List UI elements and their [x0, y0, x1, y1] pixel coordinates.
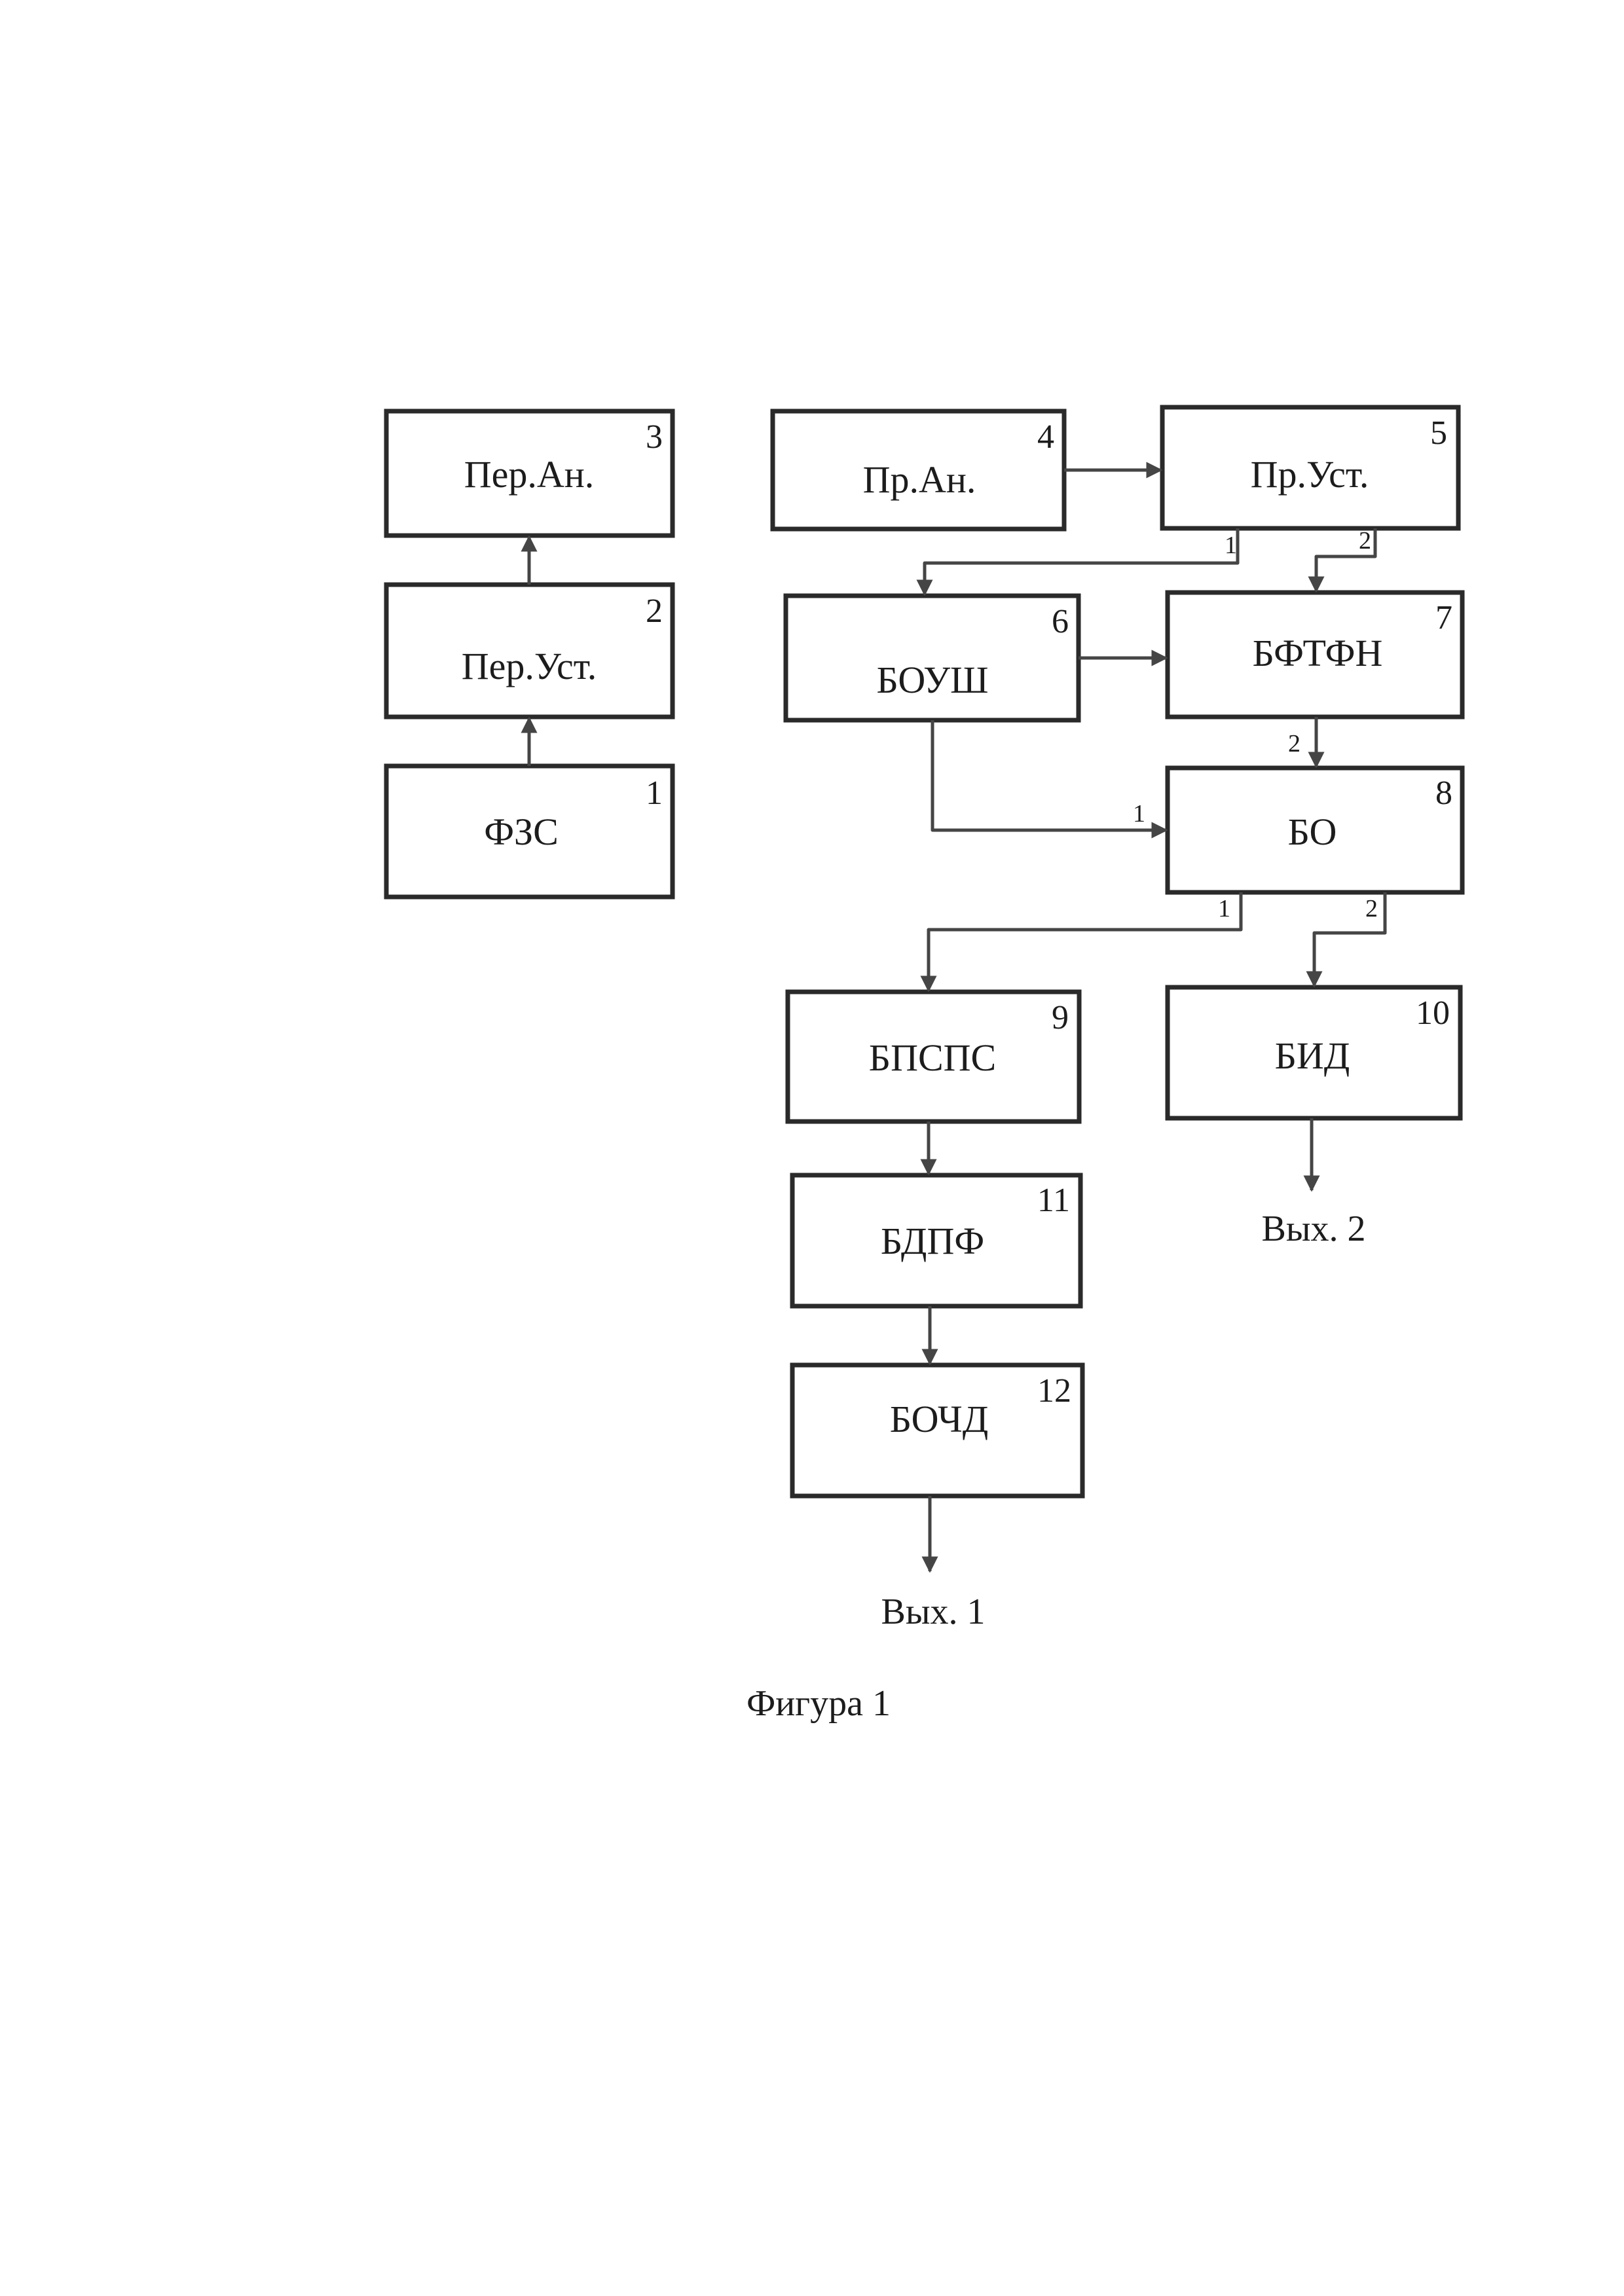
- block-8-label: БО: [1288, 811, 1337, 853]
- port-8-out-2: 2: [1365, 895, 1378, 922]
- block-5: Пр.Уст. 5: [1162, 407, 1458, 528]
- block-8-number: 8: [1435, 774, 1452, 812]
- block-1-label: ФЗС: [484, 811, 559, 853]
- block-9-label: БПСПС: [869, 1036, 996, 1079]
- block-7-number: 7: [1435, 599, 1452, 636]
- block-11-label: БДПФ: [881, 1220, 984, 1262]
- link-8-to-9: [929, 892, 1241, 991]
- block-12-label: БОЧД: [890, 1398, 989, 1440]
- block-5-number: 5: [1430, 414, 1447, 452]
- block-5-label: Пр.Уст.: [1251, 453, 1369, 496]
- block-7-label: БФТФН: [1253, 632, 1383, 674]
- block-12: БОЧД 12: [792, 1365, 1082, 1496]
- block-10-label: БИД: [1275, 1034, 1350, 1077]
- port-8-in-2: 2: [1288, 730, 1301, 757]
- output-1-label: Вых. 1: [881, 1592, 986, 1632]
- block-6: БОУШ 6: [786, 596, 1079, 720]
- block-11-number: 11: [1037, 1182, 1070, 1219]
- block-2-number: 2: [646, 592, 663, 630]
- link-6-to-8: [932, 720, 1166, 830]
- block-9: БПСПС 9: [788, 992, 1079, 1121]
- block-3: Пер.Ан. 3: [386, 411, 673, 536]
- block-2-label: Пер.Уст.: [462, 645, 597, 687]
- block-1-number: 1: [646, 774, 663, 812]
- port-8-out-1: 1: [1218, 895, 1230, 922]
- port-5-out-1: 1: [1225, 532, 1237, 559]
- block-8: БО 8: [1168, 768, 1462, 892]
- block-1: ФЗС 1: [386, 766, 673, 897]
- block-7: БФТФН 7: [1168, 592, 1462, 717]
- block-10: БИД 10: [1168, 987, 1460, 1118]
- block-3-number: 3: [646, 418, 663, 456]
- block-6-label: БОУШ: [876, 659, 988, 701]
- block-10-number: 10: [1416, 994, 1450, 1032]
- block-12-number: 12: [1037, 1372, 1071, 1410]
- block-4-label: Пр.Ан.: [863, 458, 976, 501]
- port-8-in-1: 1: [1133, 800, 1145, 828]
- block-4-number: 4: [1037, 418, 1054, 456]
- block-3-label: Пер.Ан.: [464, 453, 595, 496]
- block-6-frame: [786, 596, 1079, 720]
- block-9-number: 9: [1052, 999, 1069, 1036]
- link-5-to-6: [925, 528, 1238, 594]
- block-4: Пр.Ан. 4: [773, 411, 1064, 529]
- block-6-number: 6: [1052, 603, 1069, 640]
- port-5-out-2: 2: [1359, 527, 1371, 555]
- figure-caption: Фигура 1: [747, 1683, 891, 1724]
- block-11: БДПФ 11: [792, 1175, 1080, 1306]
- output-2-label: Вых. 2: [1262, 1209, 1366, 1249]
- block-2: Пер.Уст. 2: [386, 585, 673, 717]
